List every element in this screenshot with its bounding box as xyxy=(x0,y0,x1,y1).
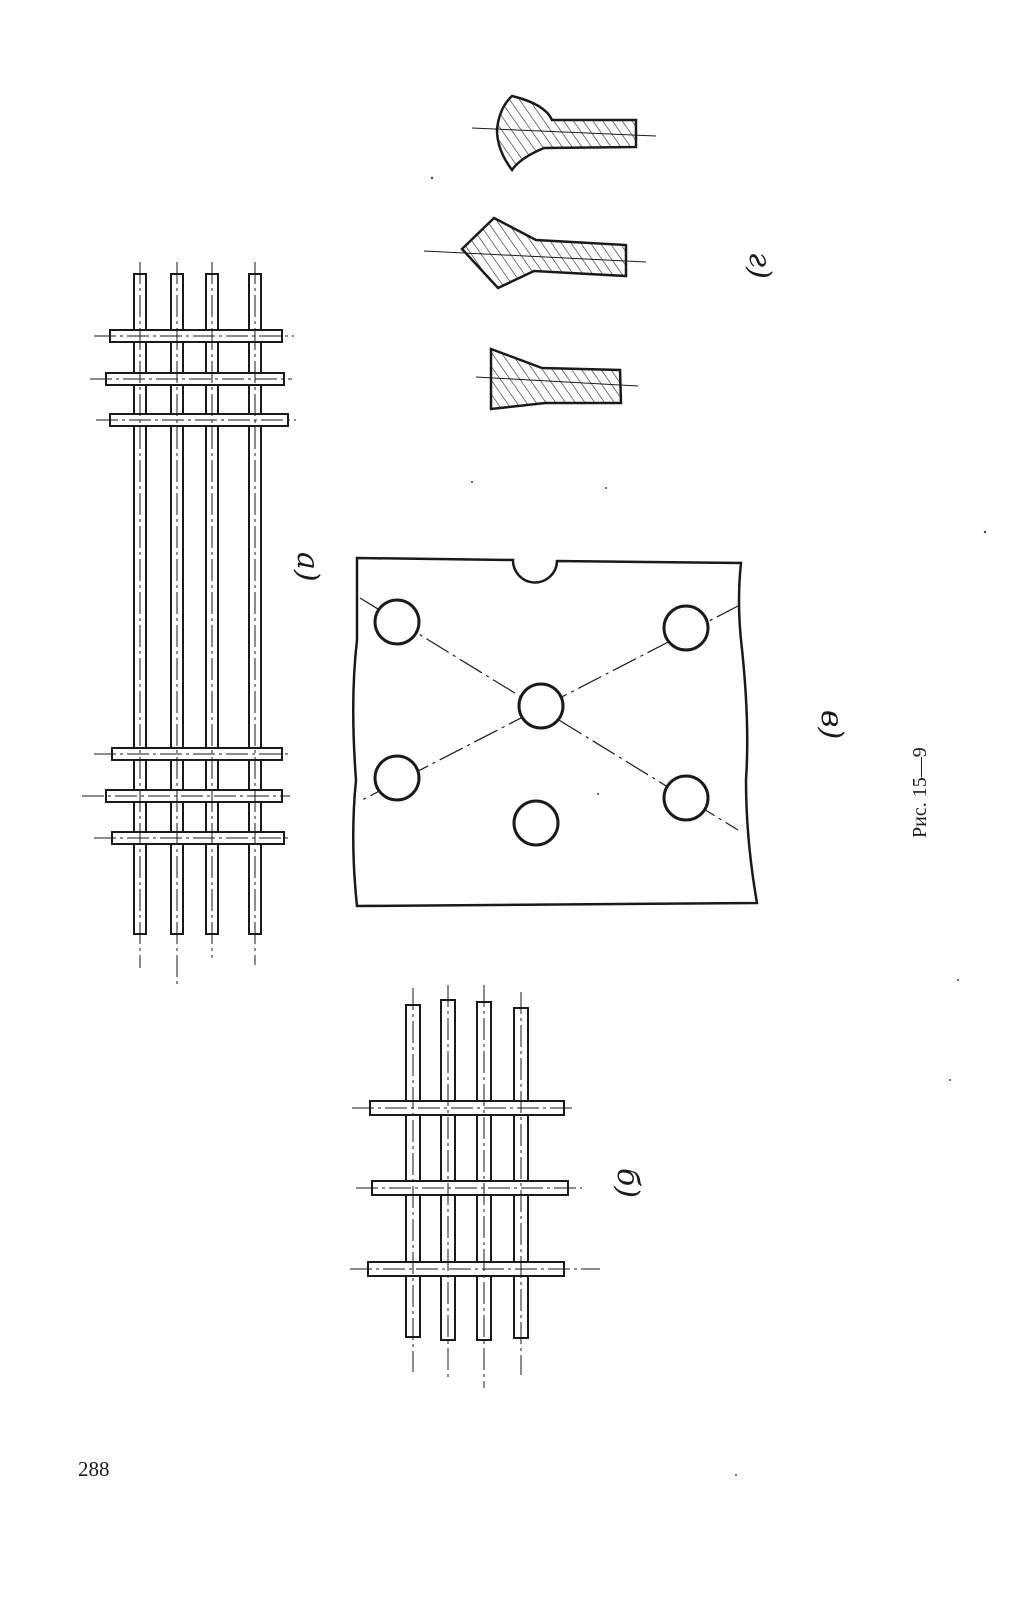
anchor-end-wedge xyxy=(489,347,623,411)
cage-b-axes xyxy=(350,985,600,1388)
label-v: в) xyxy=(814,710,849,739)
hole xyxy=(662,774,710,822)
label-b: б) xyxy=(610,1168,645,1198)
anchor-end-bent xyxy=(460,216,628,290)
plate-v-outline xyxy=(352,556,759,908)
label-g: г) xyxy=(742,252,777,279)
hole xyxy=(373,754,421,802)
anchor-end-flared xyxy=(495,94,638,173)
cage-a xyxy=(105,273,289,935)
page-number: 288 xyxy=(78,1457,110,1481)
cage-b xyxy=(367,999,569,1341)
hole xyxy=(373,598,421,646)
anchor-ends-axes xyxy=(423,127,657,387)
hole xyxy=(517,682,565,730)
plate-v-holes xyxy=(373,598,710,847)
scan-specks xyxy=(430,176,987,1476)
plate-v xyxy=(352,556,759,908)
cage-a-axes xyxy=(82,262,296,985)
figure-caption: Рис. 15—9 xyxy=(909,747,931,838)
anchor-ends-g xyxy=(460,94,638,411)
label-a: а) xyxy=(290,552,325,582)
hole xyxy=(512,799,560,847)
hole xyxy=(662,604,710,652)
